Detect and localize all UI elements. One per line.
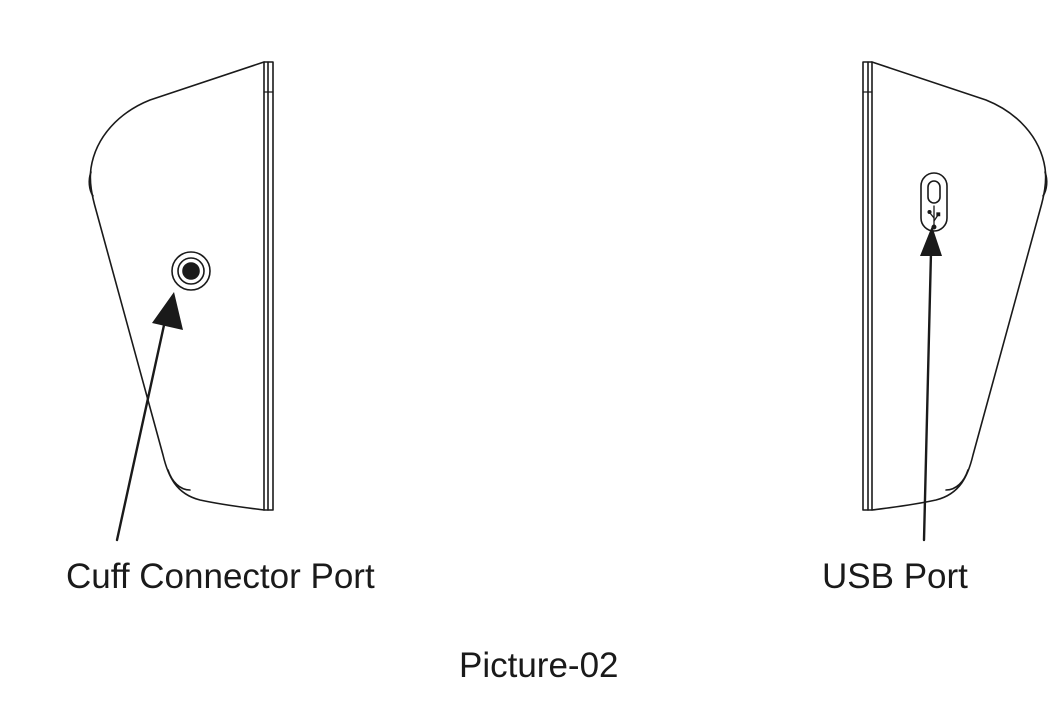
usb-port-arrow [920, 226, 942, 542]
device-left-bottom-foot [167, 469, 191, 491]
device-right-body-outline [871, 61, 1047, 511]
cuff-port-mid-ring [177, 257, 205, 285]
cuff-port-hole [182, 262, 200, 280]
usb-port-slot [927, 180, 941, 204]
device-left-top-notch [88, 171, 94, 197]
cuff-port-outer-ring [171, 251, 211, 291]
usb-port-outer [920, 172, 948, 232]
usb-port-label: USB Port [822, 557, 968, 596]
device-left-side-view [88, 61, 274, 511]
device-right-side-view [862, 61, 1048, 511]
device-right-top-notch [1042, 171, 1048, 197]
device-right-bottom-foot [945, 469, 969, 491]
device-left-front-plate [263, 61, 274, 511]
cuff-connector-port-label: Cuff Connector Port [66, 557, 375, 596]
device-left-body-outline [89, 61, 265, 511]
figure-caption: Picture-02 [459, 646, 619, 685]
usb-icon [927, 205, 941, 230]
cuff-port-arrow [115, 292, 183, 542]
device-right-front-plate [862, 61, 873, 511]
